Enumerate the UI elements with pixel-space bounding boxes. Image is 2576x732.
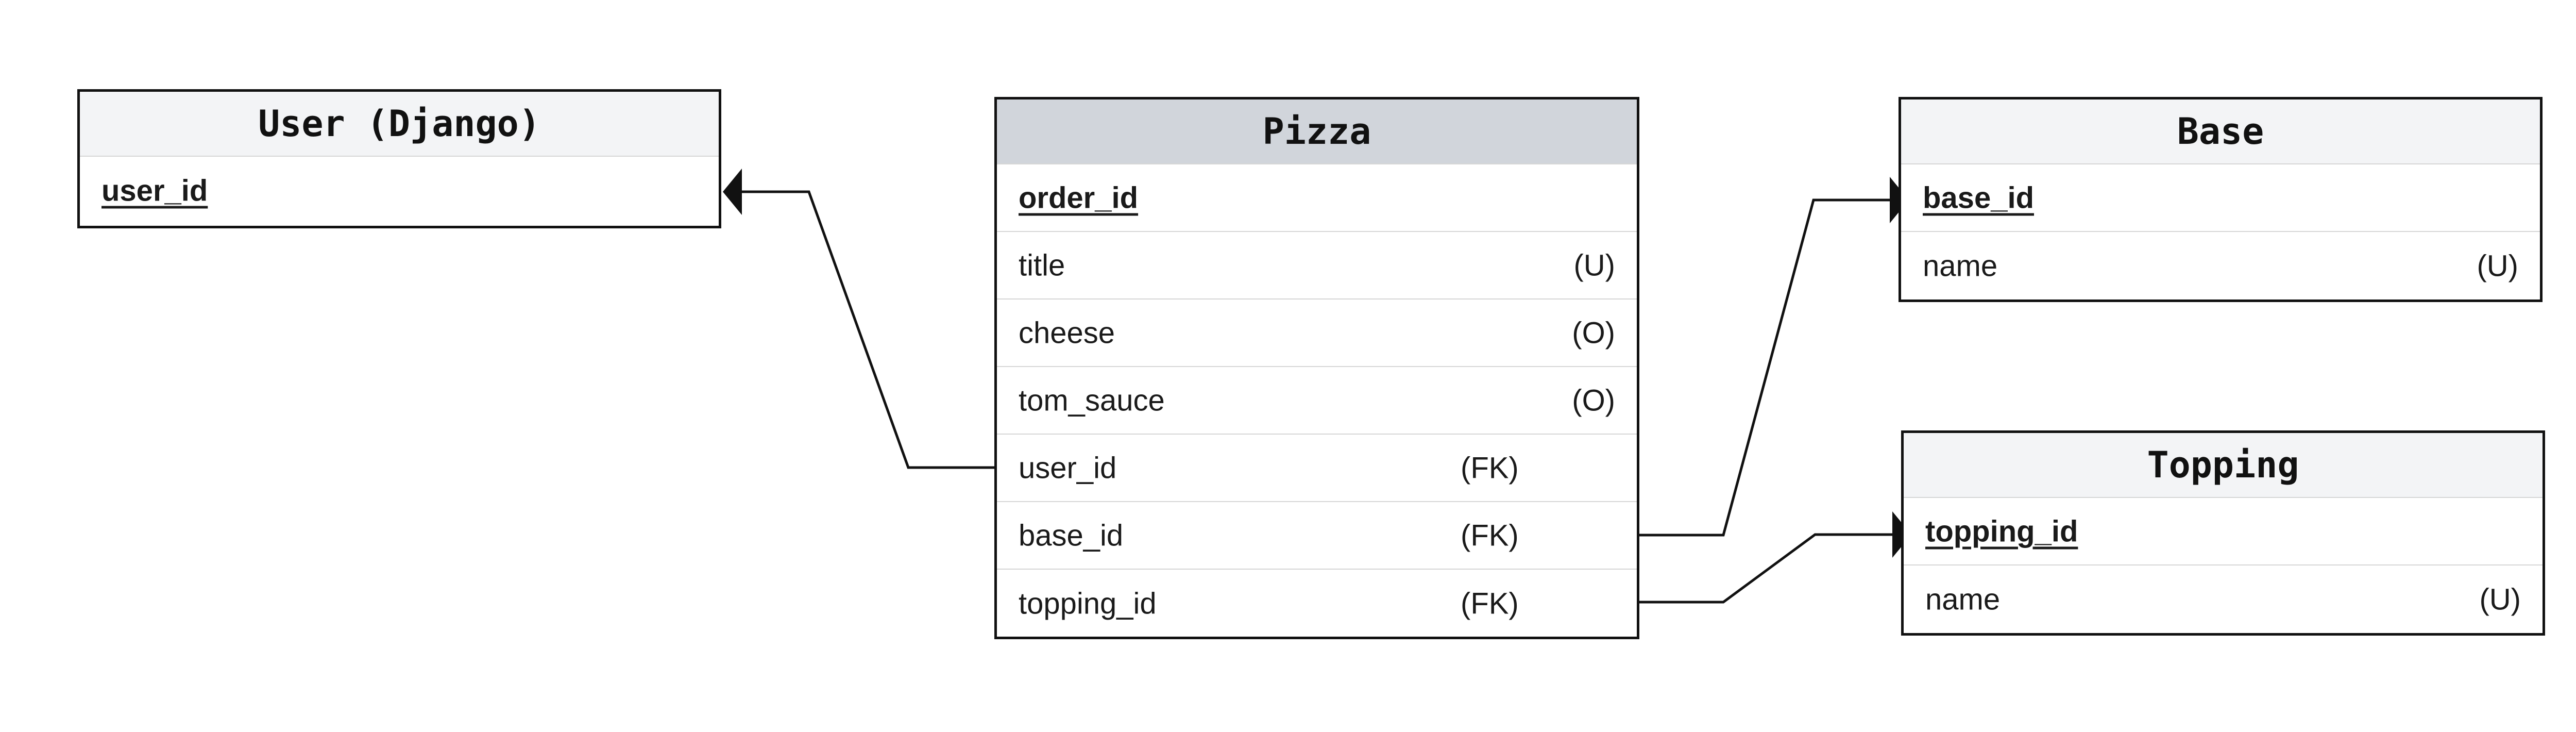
field-row: base_id [1901, 164, 2540, 232]
field-row: tom_sauce (O) [997, 367, 1637, 435]
connector-pizza-user [742, 190, 996, 469]
field-name: base_id [1019, 519, 1124, 552]
field-name: name [1923, 249, 1998, 282]
field-flag: (O) [1572, 316, 1615, 350]
field-name: name [1925, 583, 2001, 616]
field-flag-foreign-key: (FK) [1461, 587, 1519, 620]
entity-pizza: Pizza order_id title (U) cheese (O) tom_… [994, 97, 1639, 639]
field-row: name (U) [1901, 232, 2540, 300]
field-row: name (U) [1904, 565, 2543, 633]
field-row: base_id (FK) [997, 502, 1637, 570]
field-flag: (U) [2477, 249, 2518, 282]
field-row: cheese (O) [997, 300, 1637, 367]
field-name-primary-key: user_id [101, 174, 208, 207]
entity-title: Topping [1904, 433, 2543, 498]
field-row: user_id [80, 157, 719, 224]
field-name-primary-key: order_id [1019, 181, 1139, 214]
field-flag: (O) [1572, 384, 1615, 417]
field-row: user_id (FK) [997, 435, 1637, 502]
arrowhead-user [723, 169, 742, 215]
field-row: topping_id [1904, 498, 2543, 565]
field-flag: (U) [1573, 248, 1615, 282]
field-row: title (U) [997, 232, 1637, 300]
field-name: title [1019, 248, 1065, 282]
field-name: topping_id [1019, 587, 1157, 620]
entity-title: Pizza [997, 99, 1637, 164]
field-name: tom_sauce [1019, 384, 1165, 417]
field-name-primary-key: topping_id [1925, 514, 2078, 548]
connector-pizza-base [1637, 198, 1891, 537]
entity-user: User (Django) user_id [77, 89, 721, 228]
entity-topping: Topping topping_id name (U) [1901, 430, 2545, 636]
entity-title: User (Django) [80, 92, 719, 157]
field-flag-foreign-key: (FK) [1461, 451, 1519, 485]
entity-title: Base [1901, 99, 2540, 164]
connector-pizza-topping [1637, 533, 1893, 604]
field-row: topping_id (FK) [997, 570, 1637, 637]
field-name: user_id [1019, 451, 1117, 485]
entity-base: Base base_id name (U) [1899, 97, 2543, 302]
field-row: order_id [997, 164, 1637, 232]
field-flag-foreign-key: (FK) [1461, 519, 1519, 552]
field-flag: (U) [2479, 583, 2521, 616]
field-name-primary-key: base_id [1923, 181, 2034, 214]
field-name: cheese [1019, 316, 1115, 350]
